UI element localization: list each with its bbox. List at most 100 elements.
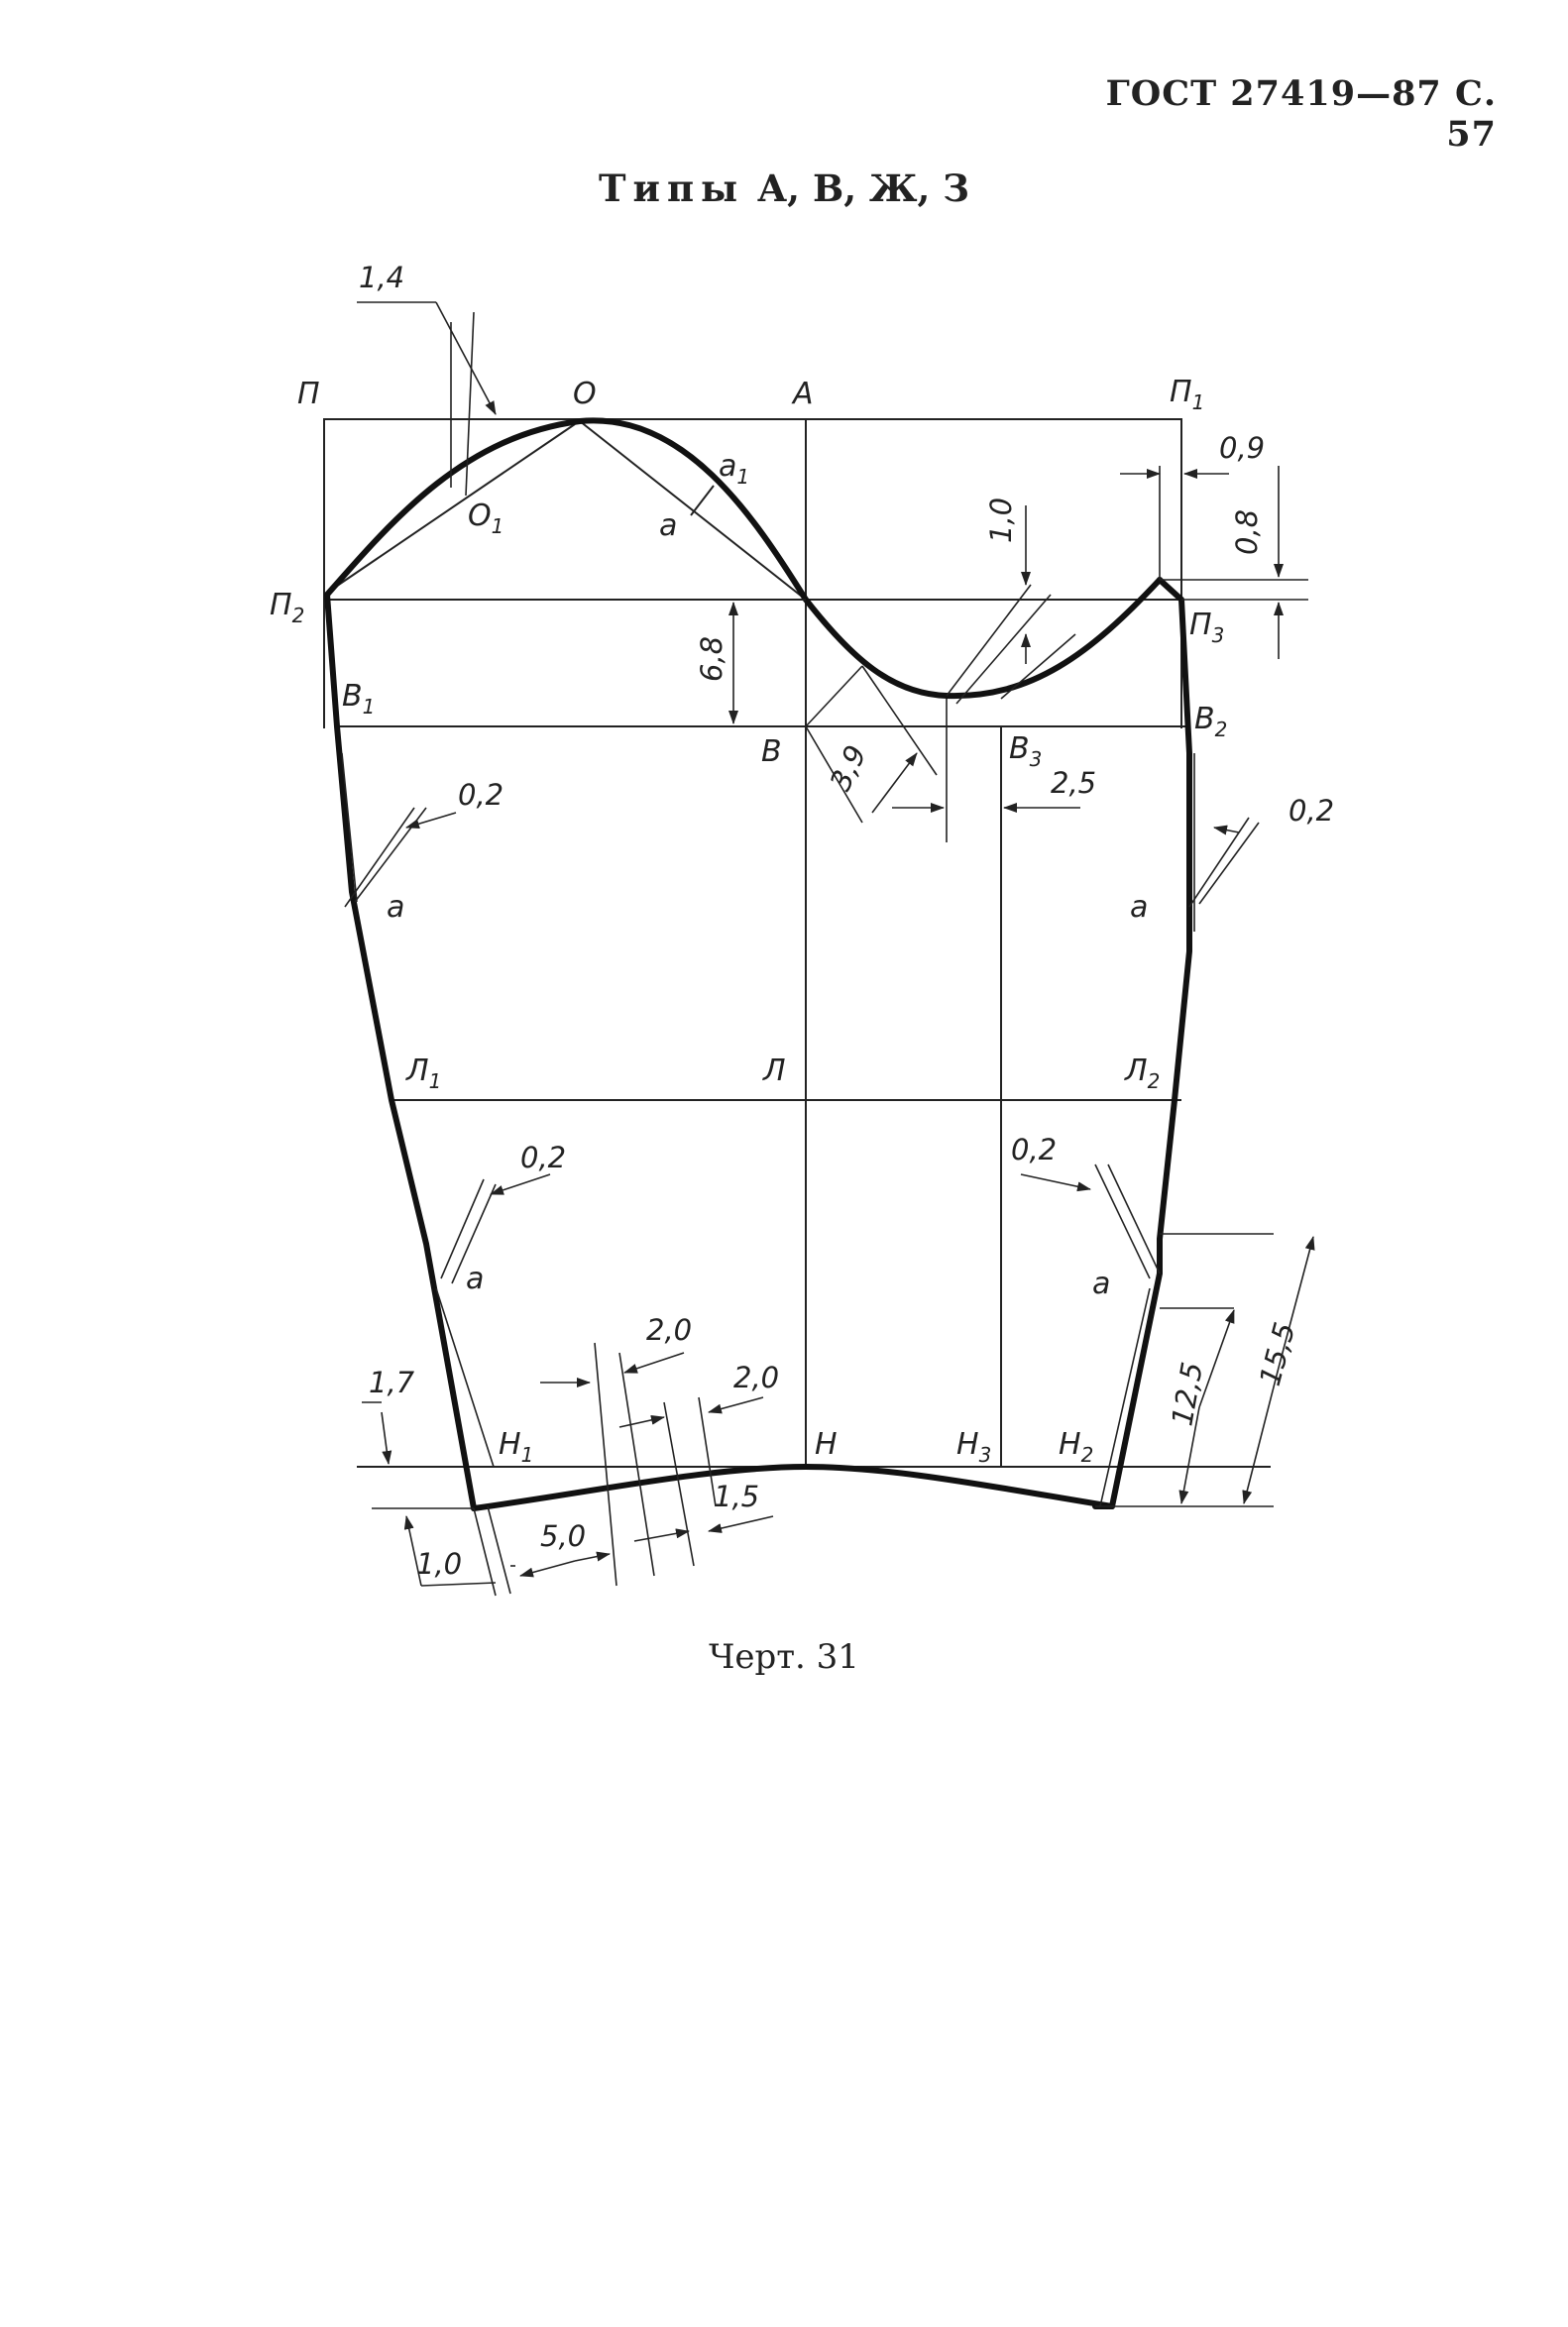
label-O: О <box>573 377 597 411</box>
ext-0-2-ll-a <box>440 1178 485 1279</box>
dim-0-2-right-upper: 0,2 <box>1288 794 1334 828</box>
dim-12-5: 12,5 <box>1165 1360 1209 1429</box>
label-B: В <box>761 734 782 769</box>
label-a1: а1 <box>719 449 749 489</box>
title-prefix: Типы <box>599 166 745 210</box>
label-L: Л <box>762 1053 786 1088</box>
arrow-0-2-rl <box>1020 1173 1091 1192</box>
ext-2-0-b-a <box>663 1401 695 1567</box>
arrow-0-2-ru <box>1213 825 1240 835</box>
label-B1: В1 <box>342 679 375 719</box>
dim-2-5: 2,5 <box>1051 766 1096 800</box>
label-O1: О1 <box>468 499 504 538</box>
left-side-seam <box>324 592 477 1511</box>
label-B2-main: В <box>1194 702 1215 736</box>
label-H2-sub: 2 <box>1081 1443 1094 1467</box>
chord-a <box>579 420 807 601</box>
arrow-12-5-top <box>1198 1309 1235 1408</box>
ext-0-2-ru-a <box>1188 817 1250 908</box>
arrow-5-0-left <box>519 1560 576 1578</box>
arrow-5-0-right <box>574 1551 611 1562</box>
ext-0-2-rl-a <box>1094 1164 1151 1279</box>
ext-3-9-c <box>861 665 938 776</box>
dim-2-0-a: 2,0 <box>646 1313 692 1347</box>
right-side-seam <box>1092 577 1192 1509</box>
dim-1-0-top: 1,0 <box>984 498 1018 543</box>
label-H1-sub: 1 <box>521 1443 534 1467</box>
label-a-right-upper: а <box>1130 890 1148 925</box>
arrow-0-2-lu <box>405 812 457 830</box>
label-H3: Н3 <box>956 1427 991 1467</box>
arrow-1-5-right <box>708 1515 774 1533</box>
ext-2-0-b-b <box>698 1396 717 1507</box>
right-inner-seam <box>1099 753 1195 1507</box>
label-H3-main: Н <box>956 1427 979 1462</box>
label-L2-sub: 2 <box>1148 1069 1161 1093</box>
label-P: П <box>297 377 320 411</box>
perp-a1 <box>690 485 715 516</box>
label-H1: Н1 <box>499 1427 533 1467</box>
label-L2-main: Л <box>1124 1053 1148 1088</box>
label-H3-sub: 3 <box>979 1443 992 1467</box>
arrow-1-7 <box>381 1411 392 1465</box>
dim-0-2-right-lower: 0,2 <box>1011 1133 1057 1166</box>
label-B3-main: В <box>1009 731 1030 766</box>
arrow-0-2-ll <box>490 1173 551 1195</box>
ext-0-2-lu-a <box>354 807 427 903</box>
figure-title: Типы А, В, Ж, З <box>0 166 1568 210</box>
ext-0-2-ll-b <box>451 1183 497 1284</box>
arrow-3-9 <box>871 752 918 814</box>
label-H: Н <box>815 1427 838 1462</box>
title-types: А, В, Ж, З <box>757 166 969 210</box>
ext-3-9-a <box>805 665 863 727</box>
label-a-left-upper: а <box>387 890 404 925</box>
label-O1-sub: 1 <box>492 514 504 538</box>
arrow-2-0-b-left <box>618 1414 665 1428</box>
construction-grid <box>323 418 1271 1468</box>
ext-1-0-bottom-a <box>473 1507 497 1597</box>
dim-3-9: 3,9 <box>824 740 873 796</box>
dim-6-8: 6,8 <box>695 636 728 682</box>
label-a-left-lower: а <box>466 1262 484 1296</box>
dim-0-8: 0,8 <box>1230 509 1264 555</box>
top-rectangle <box>323 418 1182 601</box>
sleeve-cap-curve <box>324 417 1163 700</box>
label-L2: Л2 <box>1124 1053 1160 1093</box>
label-H2: Н2 <box>1059 1427 1093 1467</box>
dim-15-5: 15,5 <box>1253 1319 1302 1389</box>
label-P2-sub: 2 <box>292 604 305 627</box>
label-H1-main: Н <box>499 1427 521 1462</box>
label-a1-sub: 1 <box>736 465 749 489</box>
label-a-top: а <box>659 508 677 543</box>
arrow-1-0-bottom-dim <box>403 1515 422 1587</box>
leader-1-0-bottom <box>420 1582 497 1587</box>
label-L1: Л1 <box>405 1053 441 1093</box>
label-B1-main: В <box>342 679 363 714</box>
dim-1-5: 1,5 <box>714 1480 759 1513</box>
dim-0-2-left-lower: 0,2 <box>520 1141 566 1174</box>
ext-5-0 <box>594 1342 617 1587</box>
dim-0-2-left-upper: 0,2 <box>458 778 504 812</box>
arrow-15-5-bottom <box>1242 1367 1280 1504</box>
arrow-1-4 <box>435 301 497 415</box>
label-O1-main: О <box>468 499 492 533</box>
label-B2: В2 <box>1194 702 1227 741</box>
ext-3-9-b <box>805 725 863 824</box>
dim-1-4: 1,4 <box>359 261 404 294</box>
label-B1-sub: 1 <box>363 695 376 719</box>
hem-line <box>471 1464 1115 1511</box>
dim-1-7: 1,7 <box>369 1366 415 1399</box>
label-P1-main: П <box>1170 375 1192 409</box>
chord-O1 <box>323 423 576 596</box>
figure-caption: Черт. 31 <box>709 1637 859 1677</box>
sleeve-outline <box>324 417 1195 1511</box>
dim-5-0: 5,0 <box>540 1519 586 1553</box>
ext-1-0-a <box>946 584 1032 697</box>
label-L1-sub: 1 <box>429 1069 442 1093</box>
ext-1-4-b <box>465 311 475 497</box>
label-H2-main: Н <box>1059 1427 1081 1462</box>
arrow-2-0-b-right <box>708 1396 764 1414</box>
ext-0-2-lu-b <box>344 807 415 908</box>
label-a1-main: а <box>719 449 736 484</box>
